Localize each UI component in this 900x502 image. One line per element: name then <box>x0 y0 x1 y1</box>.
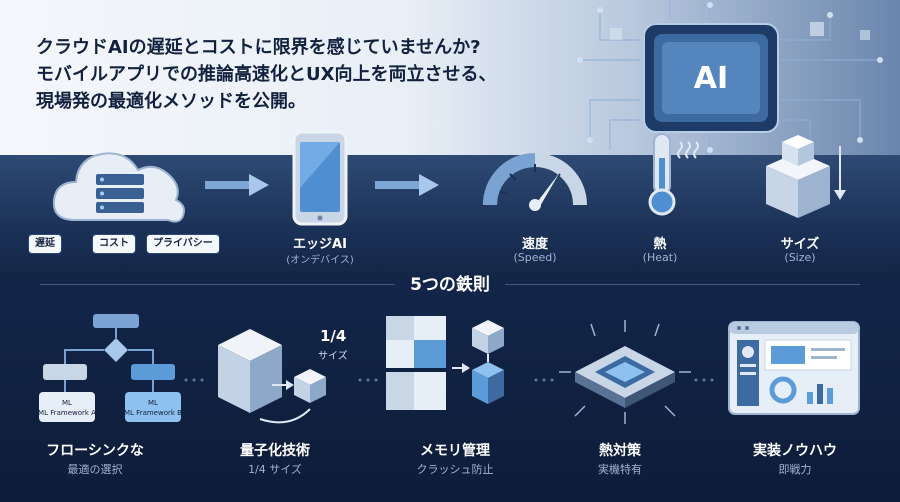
rule-sub-2: 1/4 サイズ <box>248 463 302 476</box>
quantize-fraction: 1/4 <box>320 327 346 345</box>
section-divider-left <box>40 284 395 285</box>
svg-text:ML: ML <box>148 399 158 407</box>
ai-chip-icon: AI <box>577 0 883 155</box>
section-title: 5つの鉄則 <box>410 275 490 295</box>
dotted-connector <box>184 378 714 382</box>
cloud-server-icon <box>52 152 185 223</box>
flow-sub-size: (Size) <box>784 251 816 264</box>
section-divider-right <box>505 284 860 285</box>
flow-sub-heat: (Heat) <box>642 251 678 264</box>
rule-title-5: 実装ノウハウ <box>753 443 837 459</box>
rule-sub-3: クラッシュ防止 <box>416 463 494 476</box>
rule-title-1: フローシンクな <box>46 443 144 459</box>
quantize-cube-icon: 1/4 サイズ <box>218 327 348 424</box>
framework-a-label: ML Framework A <box>38 409 96 417</box>
rule-sub-5: 即戦力 <box>778 463 812 476</box>
rule-title-2: 量子化技術 <box>240 443 310 459</box>
headline-line-1: クラウドAIの遅延とコストに限界を感じていませんか? <box>36 37 481 58</box>
headline-line-3: 現場発の最適化メソッドを公開。 <box>36 91 306 112</box>
memory-blocks-icon <box>386 316 504 410</box>
rule-sub-4: 実機特有 <box>598 463 642 476</box>
headline-line-2: モバイルアプリでの推論高速化とUX向上を両立させる、 <box>36 64 497 85</box>
flow-sub-edge-ai: (オンデバイス) <box>286 255 354 266</box>
cloud-tag-latency: 遅延 <box>28 234 62 254</box>
flow-title-edge-ai: エッジAI <box>293 237 347 252</box>
cube-shrink-icon <box>766 135 846 218</box>
flowchart-icon: ML ML Framework A ML ML Framework B <box>38 314 182 422</box>
dashboard-window-icon <box>728 321 860 415</box>
chip-label: AI <box>694 61 728 96</box>
flow-sub-speed: (Speed) <box>513 251 557 264</box>
cloud-tag-privacy: プライバシー <box>146 234 220 254</box>
cloud-tag-cost: コスト <box>92 234 136 254</box>
arrow-right-icon <box>375 174 439 196</box>
framework-b-label: ML Framework B <box>124 409 182 417</box>
rule-title-3: メモリ管理 <box>420 443 490 459</box>
thermometer-icon <box>648 133 699 216</box>
speedometer-icon <box>483 153 587 211</box>
smartphone-icon <box>292 130 348 226</box>
section-heading: 5つの鉄則 <box>0 270 900 295</box>
flow-title-heat: 熱 <box>653 237 667 252</box>
flow-title-size: サイズ <box>780 237 820 252</box>
rule-title-4: 熱対策 <box>599 443 641 459</box>
rule-sub-1: 最適の選択 <box>67 463 123 476</box>
flow-title-speed: 速度 <box>521 237 548 252</box>
svg-text:ML: ML <box>62 399 72 407</box>
quantize-word: サイズ <box>318 349 348 362</box>
headline: クラウドAIの遅延とコストに限界を感じていませんか? モバイルアプリでの推論高速… <box>36 34 556 115</box>
cpu-heat-icon <box>559 320 691 424</box>
arrow-right-icon <box>205 174 269 196</box>
